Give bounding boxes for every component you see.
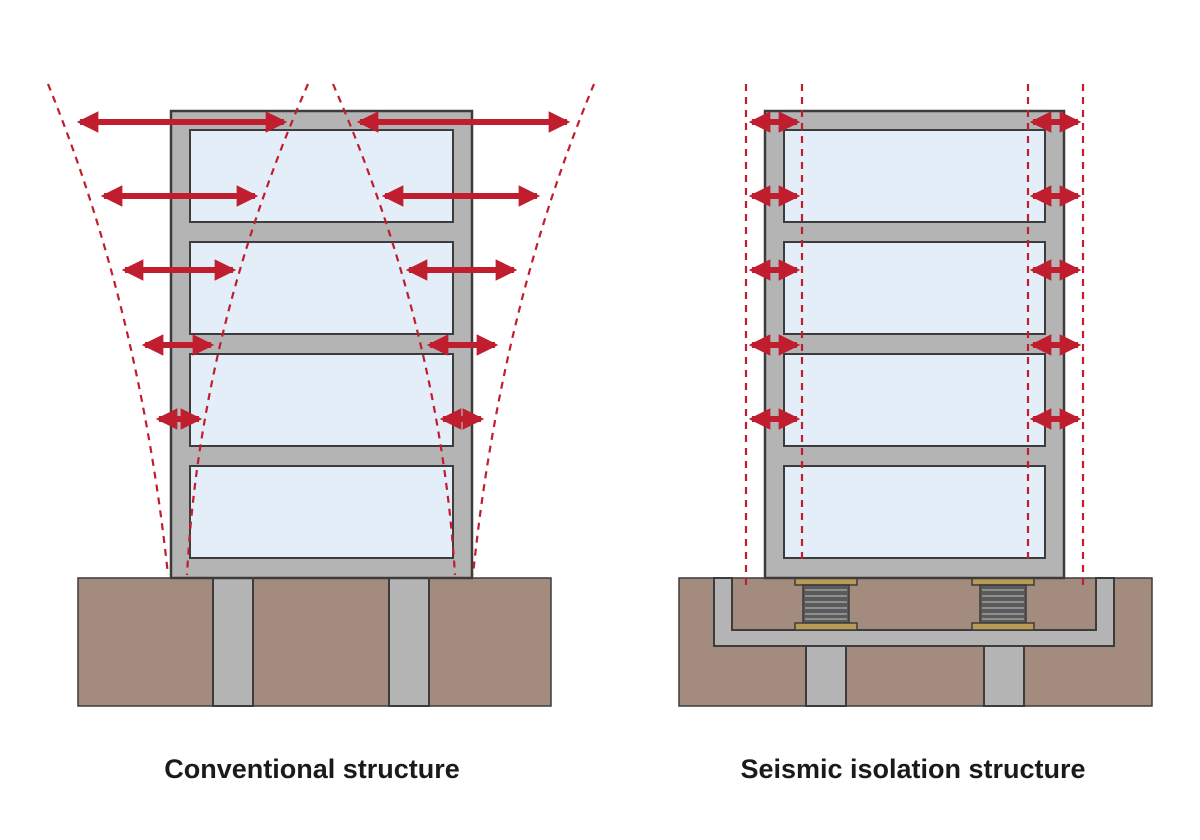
foundation-pit: [713, 577, 1115, 647]
deflection-lines: [744, 84, 1085, 588]
building-frame: [169, 109, 474, 580]
window: [189, 353, 454, 447]
laminated-rubber-bearing-icon: [971, 577, 1035, 631]
caption-conventional-structure: Conventional structure: [164, 754, 460, 784]
window: [189, 241, 454, 335]
seismic-isolation-structure-diagram: Seismic isolation structure: [678, 84, 1153, 784]
foundation-pile-left: [212, 577, 254, 707]
foundation-pile-right: [983, 645, 1025, 707]
window: [189, 129, 454, 223]
building-frame: [763, 109, 1066, 580]
window: [783, 241, 1046, 335]
window: [783, 129, 1046, 223]
deflection-lines: [46, 83, 596, 576]
window: [189, 465, 454, 559]
window: [783, 353, 1046, 447]
sway-arrows: [76, 111, 571, 430]
foundation-pile-left: [805, 645, 847, 707]
caption-seismic-isolation-structure: Seismic isolation structure: [740, 754, 1085, 784]
window: [783, 465, 1046, 559]
laminated-rubber-bearing-icon: [794, 577, 858, 631]
foundation-pile-right: [388, 577, 430, 707]
conventional-structure-diagram: Conventional structure: [46, 83, 596, 784]
sway-arrows: [748, 111, 1082, 430]
ground-soil: [77, 577, 552, 707]
